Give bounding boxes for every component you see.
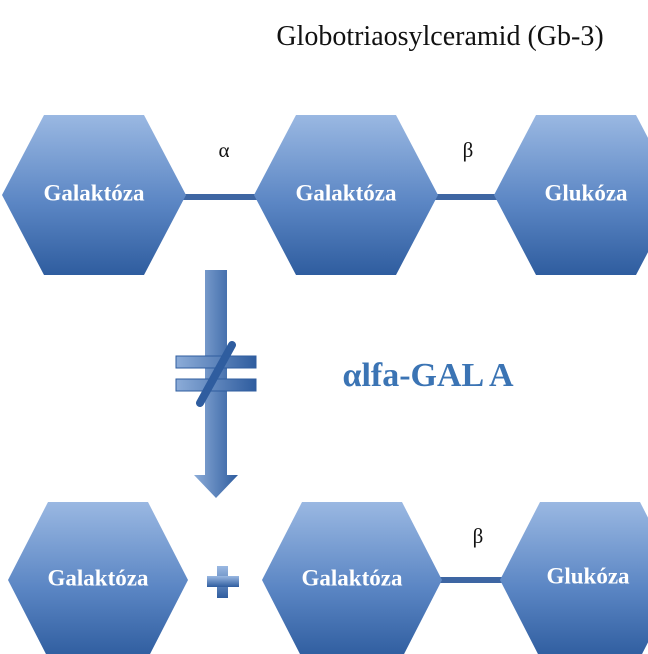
- hex-label: Galaktóza: [302, 565, 403, 590]
- hex-label: Galaktóza: [44, 180, 145, 205]
- substrate-hex-galactose-2: Galaktóza: [254, 115, 438, 275]
- diagram-title: Globotriaosylceramid (Gb-3): [276, 21, 603, 52]
- bond-label-alpha: α: [218, 138, 229, 162]
- bond-label-beta-product: β: [473, 524, 484, 548]
- product-hex-galactose-free: Galaktóza: [8, 502, 188, 654]
- hex-label: Galaktóza: [48, 565, 149, 590]
- substrate-hex-glucose: Glukóza: [494, 115, 648, 275]
- hex-label: Glukóza: [544, 180, 628, 205]
- product-hex-galactose: Galaktóza: [262, 502, 442, 654]
- hex-label: Glukóza: [546, 563, 630, 588]
- substrate-hex-galactose-1: Galaktóza: [2, 115, 186, 275]
- plus-icon: [207, 566, 239, 598]
- product-hex-glucose: Glukóza: [500, 502, 648, 654]
- hex-label: Galaktóza: [296, 180, 397, 205]
- enzyme-label: αlfa-GAL A: [342, 357, 513, 394]
- bond-label-beta: β: [463, 138, 474, 162]
- not-equal-icon: [175, 341, 257, 407]
